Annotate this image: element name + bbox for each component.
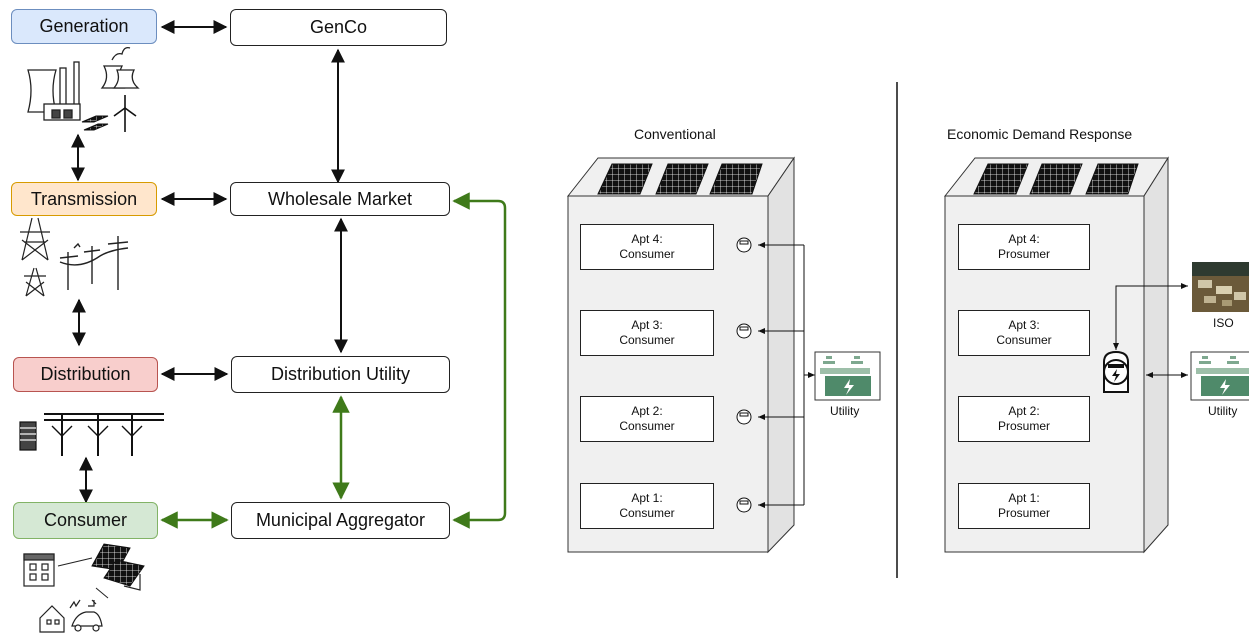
entity-municipal-aggregator-label: Municipal Aggregator (255, 510, 426, 530)
entity-wholesale-market-label: Wholesale Market (267, 188, 413, 209)
layer-consumer: Consumer (13, 502, 158, 539)
apt-role: Consumer (619, 419, 675, 433)
apt-4-demand-response: Apt 4: Prosumer (958, 224, 1090, 270)
layer-to-entity-arrows (160, 20, 229, 381)
entity-genco-label: GenCo (309, 17, 368, 37)
apt-number: Apt 3: (1008, 318, 1040, 332)
apt-3-demand-response: Apt 3: Consumer (958, 310, 1090, 356)
apt-role: Consumer (996, 333, 1052, 347)
solar-panel-icon (597, 163, 763, 195)
transmission-tower-icon (20, 217, 50, 297)
apt-role: Prosumer (997, 419, 1050, 433)
apt-number: Apt 2: (631, 404, 663, 418)
entity-vertical-arrows (331, 48, 348, 354)
utility-label-conventional: Utility (830, 404, 860, 418)
apt-number: Apt 1: (1008, 491, 1040, 505)
apt-role: Prosumer (997, 247, 1050, 261)
demand-response-title: Economic Demand Response (947, 126, 1133, 142)
layer-transmission-label: Transmission (30, 188, 138, 209)
smart-meter-icon (1103, 350, 1129, 393)
distribution-line-icon (44, 413, 164, 456)
layer-generation-label: Generation (39, 16, 129, 36)
apt-number: Apt 1: (631, 491, 663, 505)
apt-role: Consumer (619, 333, 675, 347)
entity-distribution-utility-label: Distribution Utility (270, 364, 411, 384)
utility-label-demand-response: Utility (1208, 404, 1238, 418)
layer-generation: Generation (11, 9, 157, 44)
apt-2-demand-response: Apt 2: Prosumer (958, 396, 1090, 442)
entity-distribution-utility: Distribution Utility (231, 356, 450, 393)
utility-icon (814, 351, 881, 401)
house-icon (39, 605, 65, 633)
apt-number: Apt 4: (1008, 232, 1040, 246)
apt-2-conventional: Apt 2: Consumer (580, 396, 714, 442)
building-icon (23, 553, 55, 587)
aggregator-arrows (160, 192, 507, 529)
solar-panel-icon (81, 115, 109, 131)
layer-consumer-label: Consumer (43, 510, 128, 530)
apt-4-conventional: Apt 4: Consumer (580, 224, 714, 270)
apt-number: Apt 4: (631, 232, 663, 246)
solar-panel-icon (973, 163, 1139, 195)
ev-charger-icon (69, 599, 103, 632)
apt-number: Apt 3: (631, 318, 663, 332)
entity-genco: GenCo (230, 9, 447, 46)
apt-1-demand-response: Apt 1: Prosumer (958, 483, 1090, 529)
utility-pole-icon (59, 236, 129, 290)
cooling-tower-icon (100, 46, 140, 89)
layer-distribution: Distribution (13, 357, 158, 392)
iso-photo (1192, 262, 1249, 312)
entity-wholesale-market: Wholesale Market (230, 182, 450, 216)
utility-icon (1190, 351, 1249, 401)
electric-meter-icon (736, 237, 752, 513)
layer-distribution-label: Distribution (40, 364, 131, 384)
apt-1-conventional: Apt 1: Consumer (580, 483, 714, 529)
power-plant-icon (27, 61, 81, 121)
solar-house-icon (57, 543, 145, 599)
layer-transmission: Transmission (11, 182, 157, 216)
conventional-title: Conventional (634, 126, 716, 142)
apt-role: Prosumer (997, 506, 1050, 520)
apt-role: Consumer (619, 506, 675, 520)
iso-label: ISO (1213, 316, 1234, 330)
apt-3-conventional: Apt 3: Consumer (580, 310, 714, 356)
entity-municipal-aggregator: Municipal Aggregator (231, 502, 450, 539)
layer-vertical-arrows (71, 133, 93, 504)
apt-number: Apt 2: (1008, 404, 1040, 418)
apt-role: Consumer (619, 247, 675, 261)
wind-turbine-icon (113, 95, 137, 132)
transformer-icon (19, 421, 37, 451)
